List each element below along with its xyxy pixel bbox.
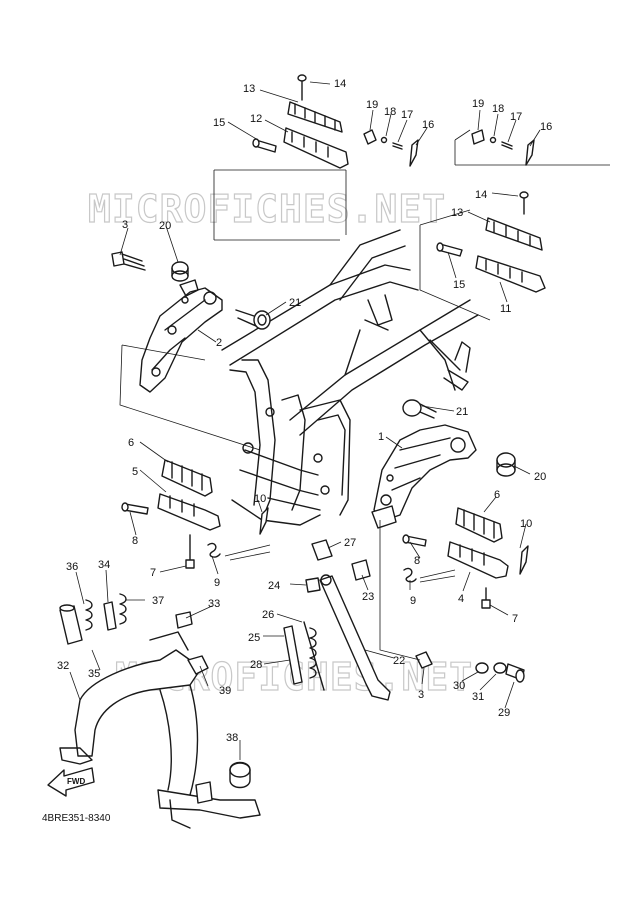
callout-8-right: 8 [414, 555, 420, 567]
callout-18-right: 18 [492, 103, 504, 115]
callout-4: 4 [458, 593, 464, 605]
callout-32: 32 [57, 660, 69, 672]
callout-25: 25 [248, 632, 260, 644]
callout-19-right: 19 [472, 98, 484, 110]
callout-6-right: 6 [494, 489, 500, 501]
callout-11: 11 [500, 303, 511, 315]
callout-7-right: 7 [512, 613, 518, 625]
callout-12: 12 [250, 113, 262, 125]
callout-28: 28 [250, 659, 262, 671]
left-footrest-bracket [139, 279, 223, 393]
callout-39: 39 [219, 685, 231, 697]
callout-21-left: 21 [289, 297, 301, 309]
collar-20-left [171, 261, 189, 282]
frame [221, 229, 479, 526]
callout-30: 30 [453, 680, 465, 692]
leader-lines [69, 81, 610, 760]
callout-2: 2 [216, 337, 222, 349]
callout-1: 1 [378, 431, 384, 443]
front-footpeg-right [402, 507, 529, 609]
callout-24: 24 [268, 580, 280, 592]
washers-and-bolt [475, 662, 525, 683]
callout-37: 37 [152, 595, 164, 607]
callout-22: 22 [393, 655, 405, 667]
callout-18-left: 18 [384, 106, 396, 118]
callout-3-bottom: 3 [418, 689, 424, 701]
callout-35: 35 [88, 668, 100, 680]
catalog-code: 4BRE351-8340 [42, 813, 111, 824]
callout-36: 36 [66, 561, 78, 573]
sidestand [283, 539, 433, 701]
callout-6-left: 6 [128, 437, 134, 449]
callout-19-left: 19 [366, 99, 378, 111]
callout-27: 27 [344, 537, 356, 549]
callout-20-right: 20 [534, 471, 546, 483]
forward-arrow-icon: FWD [47, 767, 95, 797]
callout-16-left: 16 [422, 119, 434, 131]
callout-15-right: 15 [453, 279, 465, 291]
front-footpeg-left [121, 459, 269, 569]
callout-14-left: 14 [334, 78, 346, 90]
callout-13-left: 13 [243, 83, 255, 95]
callout-14-right: 14 [475, 189, 487, 201]
callout-17-right: 17 [510, 111, 522, 123]
callout-3-top: 3 [122, 219, 128, 231]
callout-9-left: 9 [214, 577, 220, 589]
callout-5: 5 [132, 466, 138, 478]
callout-16-right: 16 [540, 121, 552, 133]
callout-29: 29 [498, 707, 510, 719]
callout-34: 34 [98, 559, 110, 571]
bolt-21-right [402, 399, 437, 419]
callout-21-right: 21 [456, 406, 468, 418]
callout-10-right: 10 [520, 518, 532, 530]
fwd-label: FWD [67, 777, 85, 786]
callout-7-left: 7 [150, 567, 156, 579]
bolt-3-top [111, 251, 146, 271]
callout-17-left: 17 [401, 109, 413, 121]
watermark-top: MICROFICHES.NET [88, 187, 446, 231]
callout-9-right: 9 [410, 595, 416, 607]
callout-13-right: 13 [451, 207, 463, 219]
rear-footpeg-right [436, 129, 546, 293]
callout-15-left: 15 [213, 117, 225, 129]
callout-10-left: 10 [254, 493, 266, 505]
callout-23: 23 [362, 591, 374, 603]
right-footrest-bracket [371, 424, 477, 529]
rear-footpeg-left [252, 74, 419, 169]
callout-numbers: 1 2 3 3 4 5 6 6 7 7 8 8 9 9 10 10 11 12 … [57, 78, 552, 744]
callout-33: 33 [208, 598, 220, 610]
centerstand [59, 593, 261, 829]
collar-20-right [496, 452, 516, 477]
callout-8-left: 8 [132, 535, 138, 547]
callout-38: 38 [226, 732, 238, 744]
bolt-21-left [235, 309, 271, 330]
callout-31: 31 [472, 691, 484, 703]
callout-26: 26 [262, 609, 274, 621]
callout-20-left: 20 [159, 220, 171, 232]
